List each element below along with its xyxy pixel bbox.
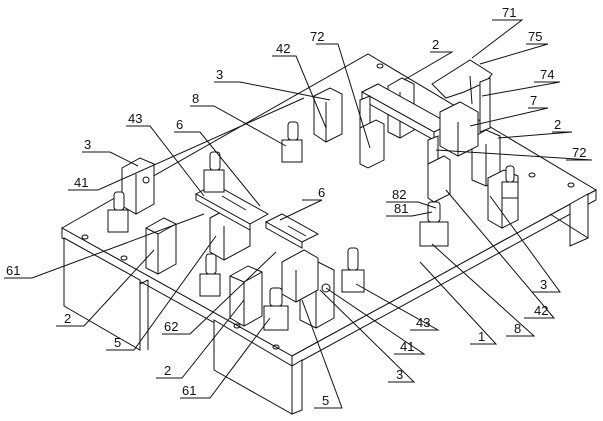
label-5: 5: [322, 393, 329, 408]
label-5: 5: [114, 335, 121, 350]
label-82: 82: [392, 187, 406, 202]
cylinder-upper: [440, 102, 478, 156]
label-8: 8: [192, 91, 199, 106]
label-75: 75: [528, 29, 542, 44]
label-62: 62: [164, 319, 178, 334]
label-1: 1: [478, 329, 485, 344]
label-43: 43: [416, 315, 430, 330]
label-41: 41: [400, 339, 414, 354]
clamp-block-left: [122, 158, 154, 214]
label-2: 2: [554, 117, 561, 132]
label-2: 2: [164, 363, 171, 378]
label-41: 41: [74, 175, 88, 190]
label-42: 42: [276, 41, 290, 56]
label-43: 43: [128, 111, 142, 126]
label-71: 71: [502, 5, 516, 20]
label-3: 3: [396, 367, 403, 382]
label-61: 61: [6, 263, 20, 278]
label-81: 81: [394, 201, 408, 216]
label-3: 3: [540, 277, 547, 292]
label-3: 3: [84, 137, 91, 152]
positioning-block-front-mid: [230, 266, 262, 326]
label-72: 72: [310, 29, 324, 44]
label-6: 6: [318, 185, 325, 200]
label-3: 3: [216, 67, 223, 82]
label-72: 72: [572, 145, 586, 160]
label-7: 7: [530, 93, 537, 108]
clamp-block-rear: [314, 88, 342, 142]
label-2: 2: [64, 311, 71, 326]
label-6: 6: [176, 117, 183, 132]
support-post: [480, 78, 490, 132]
label-61: 61: [182, 383, 196, 398]
label-42: 42: [534, 303, 548, 318]
label-2: 2: [432, 37, 439, 52]
label-8: 8: [514, 321, 521, 336]
label-74: 74: [540, 67, 554, 82]
